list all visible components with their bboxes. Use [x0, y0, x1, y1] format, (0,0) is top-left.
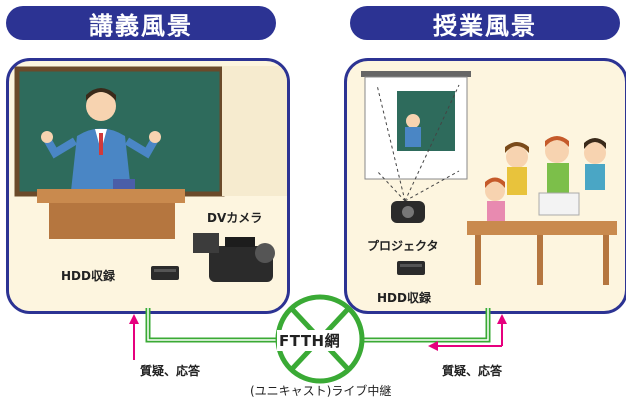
dv-camera-icon: [193, 233, 275, 282]
class-title-banner: 授業風景: [350, 6, 620, 40]
classroom-scene-panel: プロジェクタ HDD収録: [344, 58, 626, 314]
hdd-recorder-icon-right: [397, 261, 425, 275]
classroom-scene-illustration: [361, 71, 617, 285]
left-qa-label: 質疑、応答: [140, 364, 201, 378]
left-qa-arrow: [129, 314, 139, 360]
hdd-recorder-icon: [151, 266, 179, 280]
lecture-title: 講義風景: [89, 11, 193, 40]
lecture-scene-panel: DVカメラ HDD収録: [6, 58, 290, 314]
left-hdd-label: HDD収録: [61, 269, 115, 283]
right-qa-label: 質疑、応答: [442, 364, 503, 378]
right-qa-arrow: [428, 314, 507, 351]
right-hdd-label: HDD収録: [377, 291, 431, 305]
students-illustration: [485, 136, 606, 225]
dv-camera-label: DVカメラ: [207, 211, 263, 225]
projector-label: プロジェクタ: [367, 239, 439, 253]
network-caption: (ユニキャスト)ライブ中継: [250, 384, 392, 398]
projector-icon: [391, 201, 425, 223]
ftth-label: FTTH網: [277, 330, 343, 351]
class-title: 授業風景: [433, 11, 537, 40]
lecture-title-banner: 講義風景: [6, 6, 276, 40]
lecture-scene-illustration: [9, 66, 287, 311]
